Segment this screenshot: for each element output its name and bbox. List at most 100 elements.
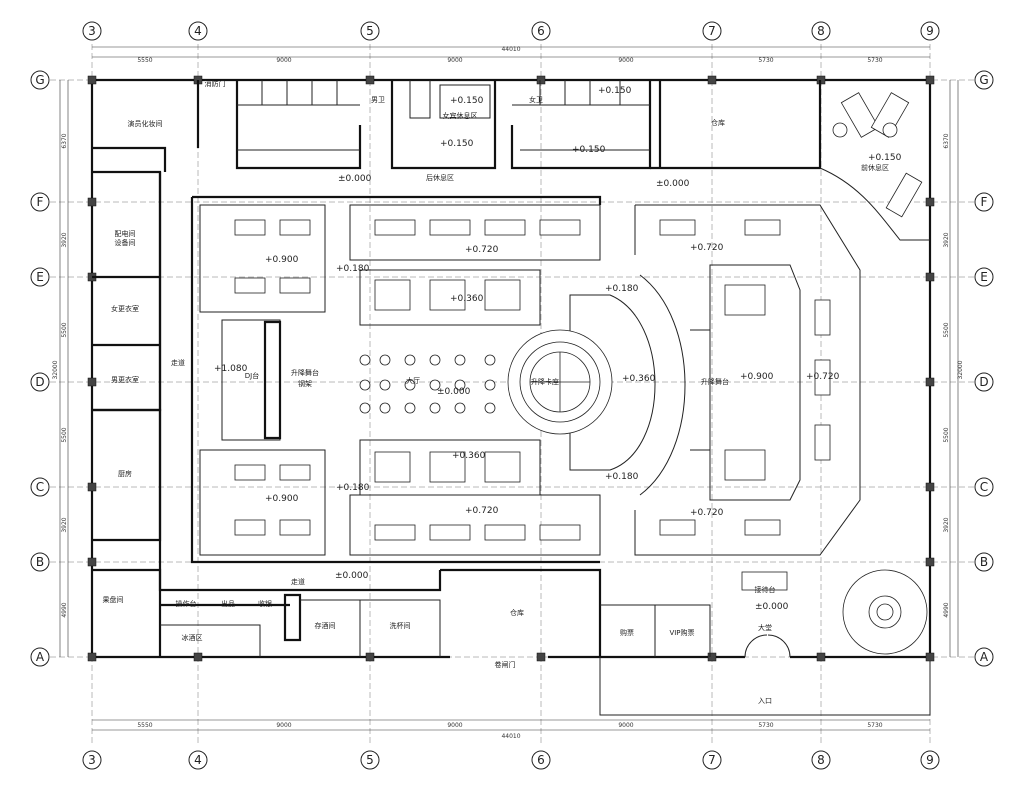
label-stage-right: 升降舞台 bbox=[701, 377, 729, 386]
svg-text:G: G bbox=[35, 73, 44, 87]
dim-right-6: 4990 bbox=[943, 602, 950, 617]
elev-23: +0.720 bbox=[465, 506, 499, 516]
dim-bottom-4: 9000 bbox=[618, 722, 633, 729]
grid-bubble-C: C bbox=[30, 477, 50, 497]
svg-text:G: G bbox=[979, 73, 988, 87]
spiral-stair bbox=[842, 569, 928, 655]
label-serve: 出品 bbox=[221, 599, 235, 608]
grid-bubble-D: D bbox=[30, 372, 50, 392]
dim-bottom-2: 9000 bbox=[276, 722, 291, 729]
label-female-wc: 女卫 bbox=[529, 95, 543, 104]
grid-bubble-E: E bbox=[30, 267, 50, 287]
dim-left-5: 3920 bbox=[61, 517, 68, 532]
grid-bubble-3: 3 bbox=[82, 21, 102, 41]
grid-bubble-4: 4 bbox=[188, 21, 208, 41]
label-warehouse-top: 仓库 bbox=[711, 118, 725, 127]
svg-text:E: E bbox=[980, 270, 988, 284]
svg-text:3: 3 bbox=[88, 24, 96, 38]
row-bubbles-left: G F E D C B A bbox=[30, 70, 50, 667]
grid-bubble-6: 6 bbox=[531, 21, 551, 41]
grid-bubble-7-bottom: 7 bbox=[702, 750, 722, 770]
svg-text:F: F bbox=[981, 195, 988, 209]
svg-text:A: A bbox=[36, 650, 45, 664]
grid-bubble-G: G bbox=[30, 70, 50, 90]
elev-19: +0.360 bbox=[452, 451, 486, 461]
label-fire-door: 消防门 bbox=[205, 79, 226, 88]
grid-bubble-A: A bbox=[30, 647, 50, 667]
label-vip-ticket: VIP购票 bbox=[669, 628, 694, 637]
label-power-room: 配电间 bbox=[115, 229, 136, 238]
svg-text:D: D bbox=[979, 375, 988, 389]
grid-bubble-G-right: G bbox=[974, 70, 994, 90]
svg-text:7: 7 bbox=[708, 753, 716, 767]
elev-1: ±0.000 bbox=[338, 174, 372, 184]
label-stage-left: 升降舞台 bbox=[291, 368, 319, 377]
dim-left-1: 6370 bbox=[61, 133, 68, 148]
dim-right-1: 6370 bbox=[943, 133, 950, 148]
dim-top-total: 44010 bbox=[501, 46, 520, 53]
label-ticket: 购票 bbox=[620, 628, 634, 637]
label-operation: 操作台 bbox=[176, 599, 197, 608]
label-dj: DJ台 bbox=[245, 371, 259, 380]
elev-6: +0.150 bbox=[868, 153, 902, 163]
dim-top-3: 9000 bbox=[447, 57, 462, 64]
label-ice: 冰酒区 bbox=[182, 633, 203, 642]
label-power-room-2: 设备间 bbox=[115, 238, 136, 247]
svg-text:6: 6 bbox=[537, 24, 545, 38]
label-dressing: 演员化妆间 bbox=[128, 119, 163, 128]
svg-text:9: 9 bbox=[926, 24, 934, 38]
grid-bubble-E-right: E bbox=[974, 267, 994, 287]
svg-text:4: 4 bbox=[194, 24, 202, 38]
label-female-locker: 女更衣室 bbox=[111, 304, 139, 313]
label-stage-left-2: 钢架 bbox=[298, 379, 312, 388]
grid-bubble-D-right: D bbox=[974, 372, 994, 392]
label-corridor-left: 走道 bbox=[171, 358, 185, 367]
dimension-lines: 5550 9000 9000 9000 5730 5730 44010 5550… bbox=[52, 46, 964, 740]
elev-4: +0.150 bbox=[598, 86, 632, 96]
grid-bubble-3-bottom: 3 bbox=[82, 750, 102, 770]
label-female-lounge: 女宾休息区 bbox=[443, 111, 478, 120]
dim-bottom-6: 5730 bbox=[867, 722, 882, 729]
dim-right-4: 5500 bbox=[943, 427, 950, 442]
label-male-locker: 男更衣室 bbox=[111, 375, 139, 384]
lobby bbox=[741, 571, 791, 658]
label-roll-door: 卷闸门 bbox=[495, 660, 516, 669]
label-hall: 大厅 bbox=[406, 376, 420, 385]
booths bbox=[234, 219, 831, 541]
svg-text:5: 5 bbox=[366, 753, 374, 767]
svg-text:B: B bbox=[980, 555, 988, 569]
elev-21: +0.180 bbox=[336, 483, 370, 493]
label-kitchen: 厨房 bbox=[118, 469, 132, 478]
label-wine-store: 存酒间 bbox=[315, 621, 336, 630]
elev-8: +0.720 bbox=[465, 245, 499, 255]
elev-18: +0.720 bbox=[806, 372, 840, 382]
dim-right-2: 3920 bbox=[943, 232, 950, 247]
grid-bubble-5-bottom: 5 bbox=[360, 750, 380, 770]
dim-left-6: 4990 bbox=[61, 602, 68, 617]
label-corridor-bottom: 走道 bbox=[291, 577, 305, 586]
elev-14: +1.080 bbox=[214, 364, 248, 374]
label-cashier: 收银 bbox=[258, 599, 272, 608]
column-bubbles-top: 3 4 5 6 7 8 9 bbox=[82, 21, 940, 41]
elevation-markers: ±0.000 +0.150 +0.150 +0.150 +0.150 +0.15… bbox=[214, 86, 902, 612]
dim-top-6: 5730 bbox=[867, 57, 882, 64]
dim-top-5: 5730 bbox=[758, 57, 773, 64]
svg-text:E: E bbox=[36, 270, 44, 284]
main-hall bbox=[190, 195, 861, 564]
elev-5: +0.150 bbox=[572, 145, 606, 155]
svg-text:D: D bbox=[35, 375, 44, 389]
label-male-wc: 男卫 bbox=[371, 96, 385, 104]
elev-7: ±0.000 bbox=[656, 179, 690, 189]
svg-text:A: A bbox=[980, 650, 989, 664]
dim-right-5: 3920 bbox=[943, 517, 950, 532]
dim-bottom-total: 44010 bbox=[501, 733, 520, 740]
svg-text:5: 5 bbox=[366, 24, 374, 38]
svg-text:4: 4 bbox=[194, 753, 202, 767]
elev-20: +0.180 bbox=[605, 472, 639, 482]
room-labels: 演员化妆间 消防门 男卫 女宾休息区 女卫 仓库 后休息区 前休息区 配电间 设… bbox=[103, 79, 890, 705]
svg-text:3: 3 bbox=[88, 753, 96, 767]
elev-10: +0.900 bbox=[265, 255, 299, 265]
label-warehouse-bottom: 仓库 bbox=[510, 608, 524, 617]
elev-2: +0.150 bbox=[450, 96, 484, 106]
